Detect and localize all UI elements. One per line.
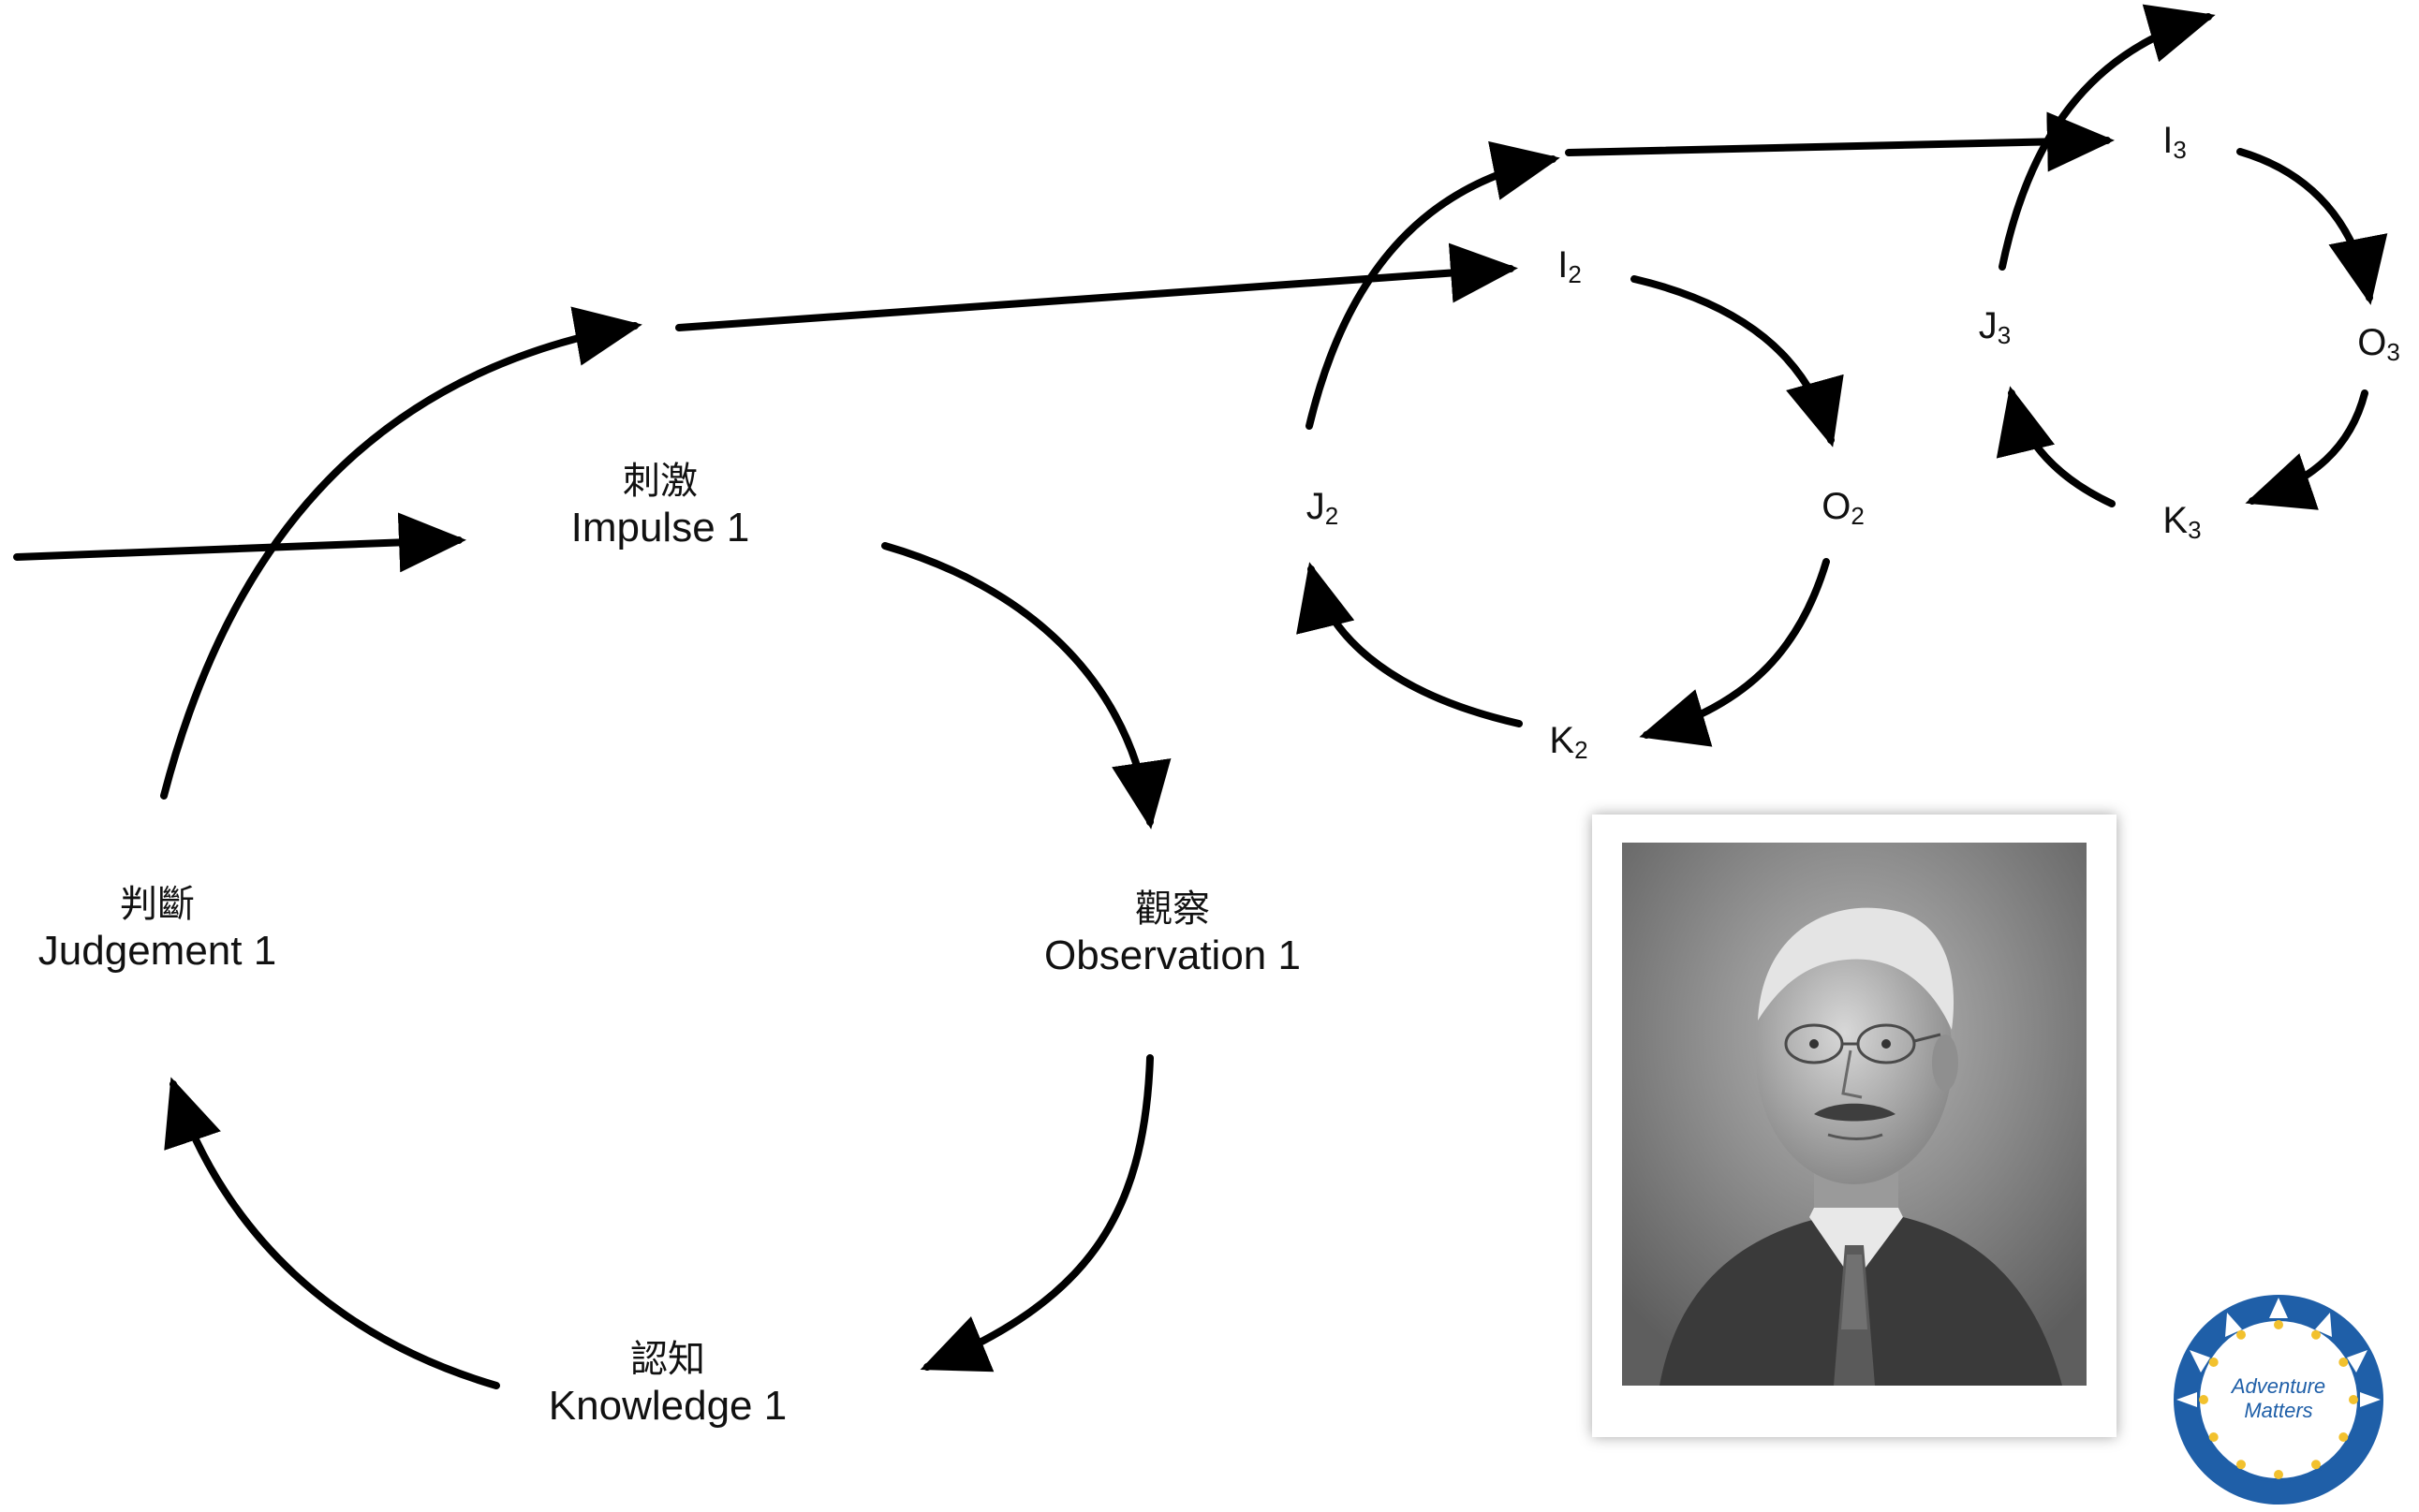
node-k2: K2 [1549, 720, 1588, 764]
arrow-observation-to-knowledge-1 [920, 1054, 1154, 1373]
logo-star-dot [2311, 1460, 2321, 1470]
judgement-1-label: Judgement 1 [37, 928, 277, 974]
node-o2: O2 [1822, 486, 1865, 530]
logo-star-dot [2338, 1432, 2349, 1442]
node-knowledge-1: 認知 Knowledge 1 [549, 1337, 787, 1431]
arrow-layer [13, 4, 2388, 1389]
logo-text-line1: Adventure [2230, 1374, 2325, 1398]
observation-1-label: Observation 1 [1044, 932, 1301, 978]
arrow-k3-to-j3 [1996, 386, 2116, 507]
logo-text-line2: Matters [2244, 1399, 2312, 1422]
node-o3: O3 [2357, 322, 2400, 366]
logo-star-dot [2236, 1460, 2246, 1470]
logo-star-dot [2349, 1395, 2358, 1404]
node-j3: J3 [1978, 305, 2012, 349]
arrow-j3-rising [1999, 4, 2216, 271]
logo-svg: Adventure Matters [2174, 1295, 2383, 1505]
logo-star-dot [2236, 1329, 2246, 1340]
arrow-j2-rising [1305, 140, 1560, 430]
logo-star-dot [2199, 1395, 2208, 1404]
observation-1-cjk: 觀察 [1135, 888, 1210, 931]
logo-star-dot [2208, 1432, 2219, 1442]
node-i2: I2 [1557, 244, 1582, 288]
arrow-k2-to-j2 [1296, 562, 1523, 727]
arrow-i2-to-o2 [1630, 275, 1844, 448]
arrow-knowledge-to-judgement-1 [164, 1077, 500, 1389]
node-impulse-1: 刺激 Impulse 1 [571, 459, 750, 553]
logo-star-dot [2208, 1358, 2219, 1367]
portrait-photo [1622, 843, 2087, 1386]
node-i3: I3 [2162, 120, 2187, 164]
arrow-i3-to-o3 [2236, 148, 2388, 305]
diagram-canvas: 刺激 Impulse 1 觀察 Observation 1 認知 Knowled… [13, 4, 2400, 1505]
knowledge-1-cjk: 認知 [629, 1338, 705, 1381]
knowledge-1-label: Knowledge 1 [548, 1383, 788, 1429]
node-k3: K3 [2162, 500, 2202, 544]
arrow-i2-to-i3 [1565, 111, 2115, 172]
logo-star-dot [2274, 1320, 2283, 1329]
arrow-impulse-to-observation-1 [881, 542, 1172, 829]
arrow-o3-to-k3 [2245, 389, 2368, 510]
logo-star-dot [2338, 1358, 2349, 1367]
judgement-1-cjk: 判斷 [120, 883, 195, 926]
node-judgement-1: 判斷 Judgement 1 [38, 882, 276, 976]
adventure-matters-logo: Adventure Matters [2171, 1292, 2386, 1507]
arrow-judgement-1-rising [160, 306, 642, 800]
arrow-input-to-impulse-1 [13, 512, 466, 573]
impulse-1-label: Impulse 1 [570, 505, 750, 550]
logo-star-dot [2274, 1470, 2283, 1479]
logo-star-dot [2311, 1329, 2321, 1340]
node-j2: J2 [1305, 486, 1339, 530]
arrow-impulse-1-to-i2 [675, 242, 1518, 331]
node-observation-1: 觀察 Observation 1 [1044, 887, 1301, 981]
portrait-frame [1592, 815, 2117, 1437]
impulse-1-cjk: 刺激 [622, 460, 698, 503]
arrow-o2-to-k2 [1639, 558, 1830, 747]
